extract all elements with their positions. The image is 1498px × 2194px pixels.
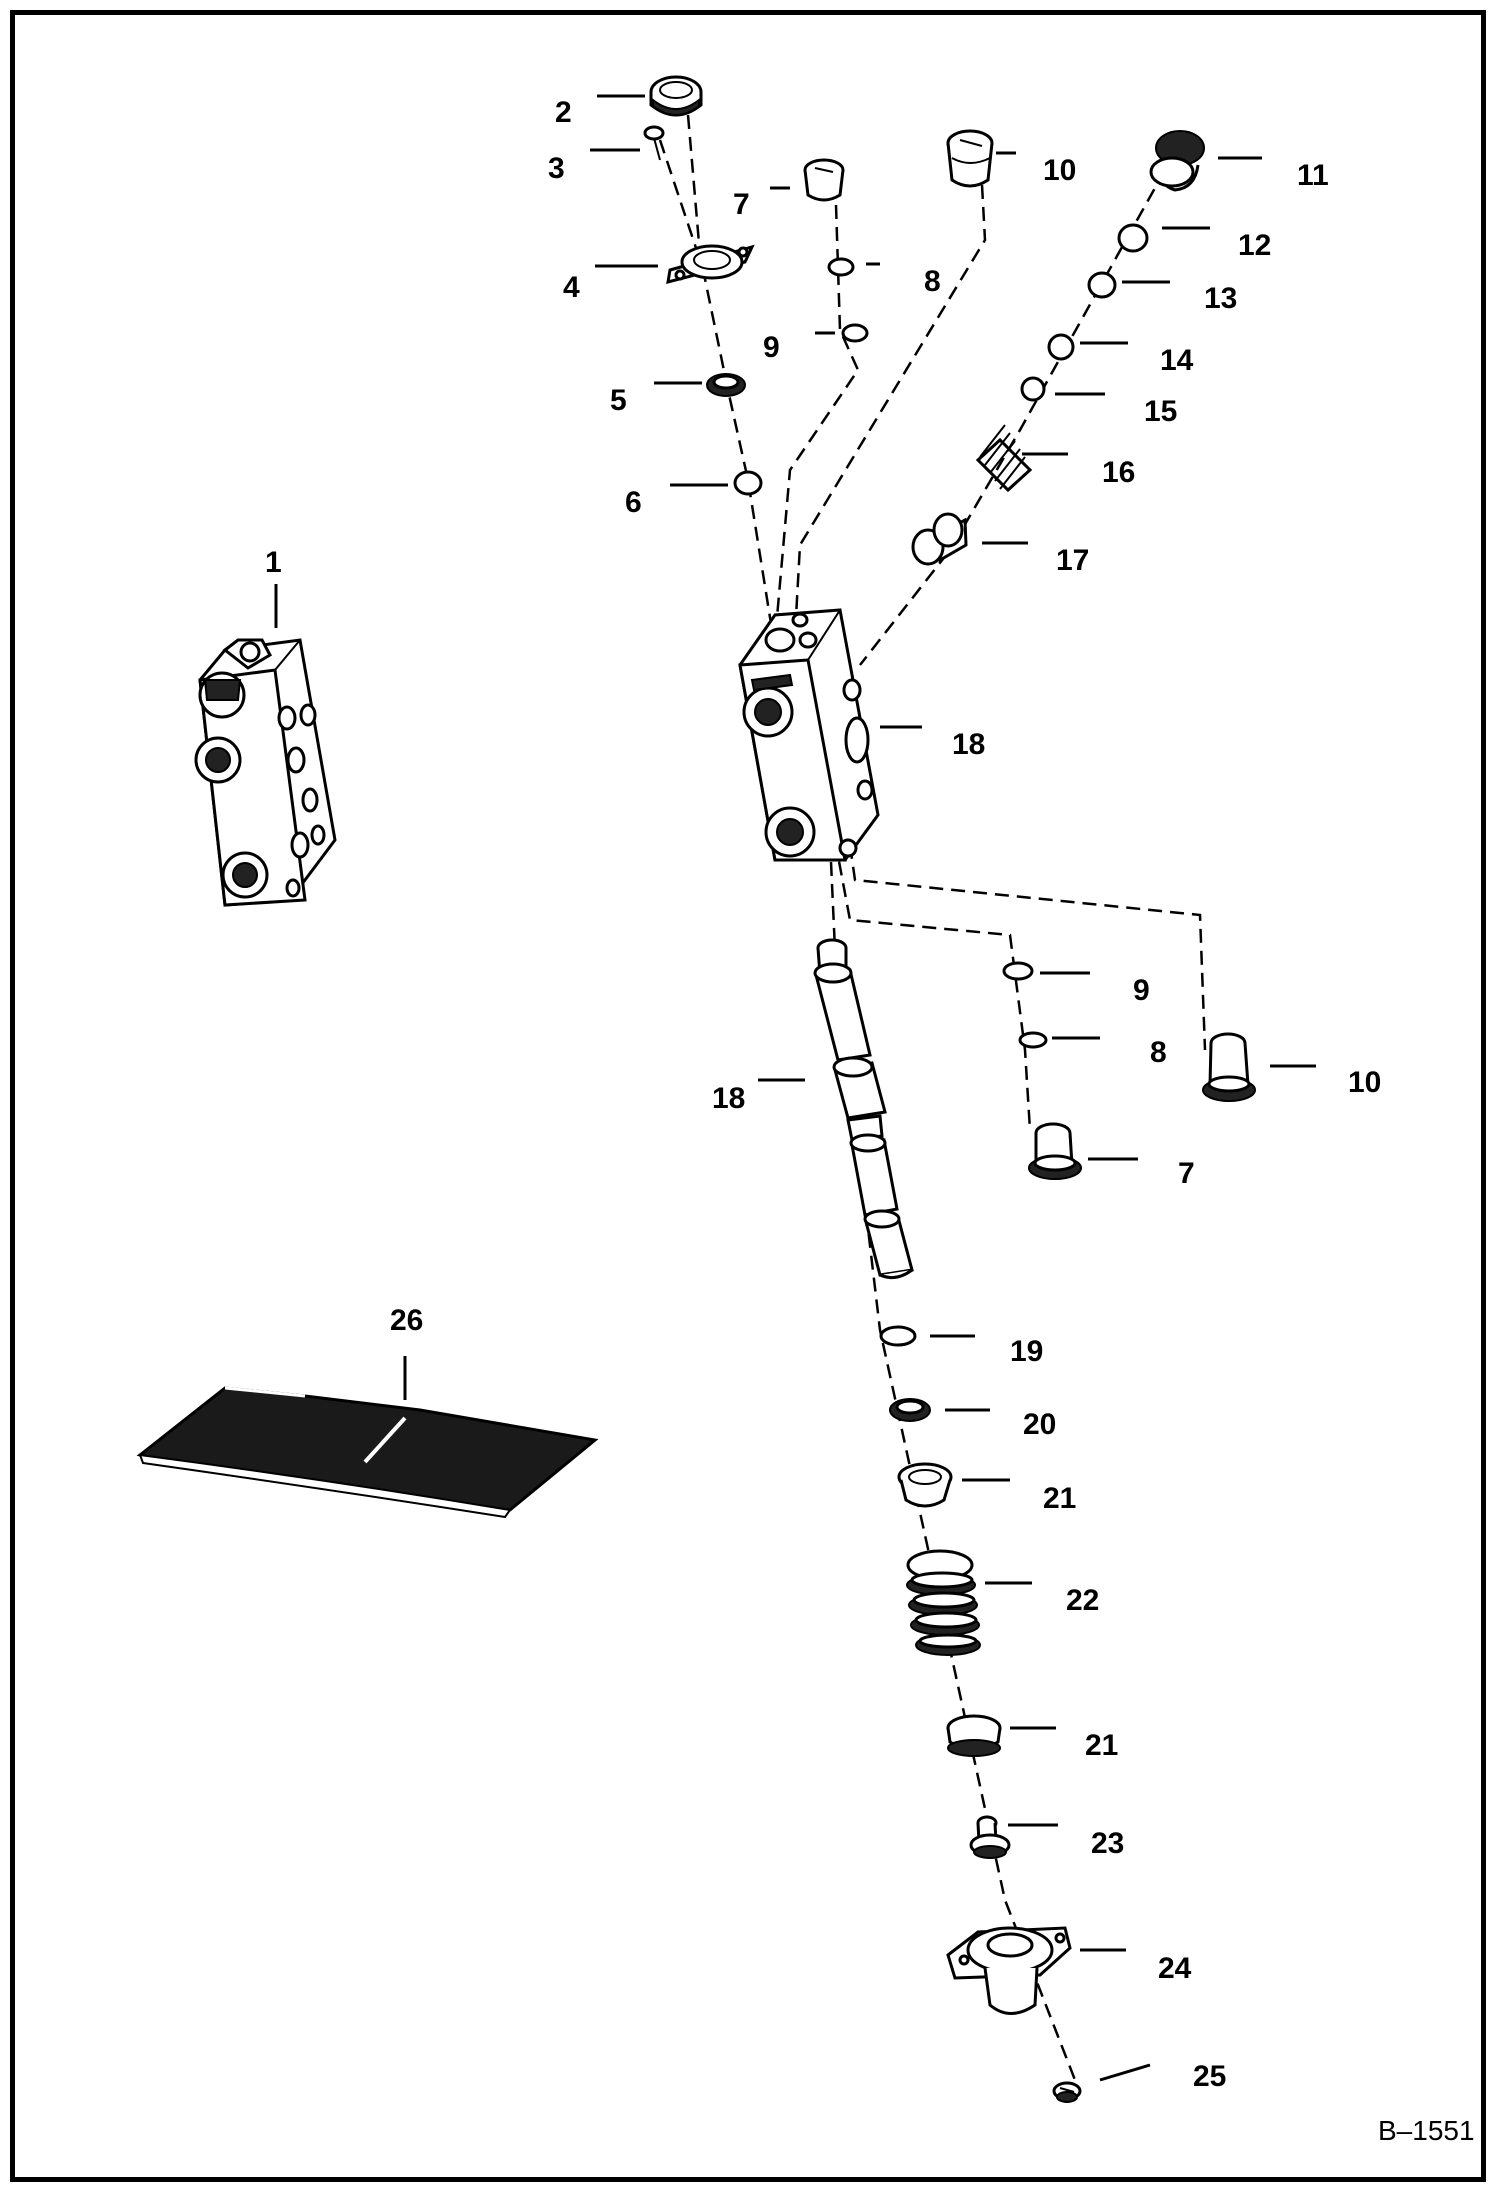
callout-16: 16 bbox=[1102, 456, 1135, 489]
ring-part-13 bbox=[1087, 271, 1117, 299]
drawing-reference-number: B–1551 bbox=[1378, 2115, 1475, 2146]
decal-part-26 bbox=[136, 1386, 599, 1519]
callout-14: 14 bbox=[1160, 344, 1194, 377]
o-ring-part-19 bbox=[879, 1325, 917, 1347]
callout-20: 20 bbox=[1023, 1408, 1056, 1441]
seat-part-21-upper bbox=[897, 1462, 953, 1508]
callout-21-lower: 21 bbox=[1085, 1729, 1118, 1762]
callout-8-top: 8 bbox=[924, 265, 941, 298]
assembly-lines bbox=[658, 114, 1207, 2081]
poppet-part-17 bbox=[911, 512, 968, 566]
plug-part-10-top bbox=[946, 129, 994, 188]
ring-part-15 bbox=[1020, 376, 1046, 402]
o-ring-part-6 bbox=[733, 470, 763, 496]
end-cap-part-24 bbox=[946, 1926, 1072, 2015]
callout-10-bottom: 10 bbox=[1348, 1066, 1381, 1099]
callout-9-bottom: 9 bbox=[1133, 974, 1150, 1007]
callout-10-top: 10 bbox=[1043, 154, 1076, 187]
flange-part-4 bbox=[666, 244, 755, 285]
callout-9-top: 9 bbox=[763, 331, 780, 364]
screw-part-25 bbox=[1052, 2081, 1082, 2103]
o-ring-part-8-bottom bbox=[1018, 1031, 1048, 1049]
callout-15: 15 bbox=[1144, 395, 1177, 428]
callout-7-bottom: 7 bbox=[1178, 1157, 1195, 1190]
plug-part-7-top bbox=[803, 158, 845, 202]
callout-19: 19 bbox=[1010, 1335, 1043, 1368]
callout-6: 6 bbox=[625, 486, 642, 519]
o-ring-part-9-top bbox=[841, 323, 869, 343]
stop-bolt-part-23 bbox=[969, 1815, 1011, 1859]
screw-part-3 bbox=[643, 125, 665, 161]
plug-part-10-bottom bbox=[1202, 1032, 1256, 1102]
callout-4: 4 bbox=[563, 271, 580, 304]
callout-22: 22 bbox=[1066, 1584, 1099, 1617]
leader-lines bbox=[274, 94, 1316, 2082]
spool-part-18 bbox=[813, 938, 914, 1280]
seat-part-21-lower bbox=[946, 1714, 1002, 1757]
callout-3: 3 bbox=[548, 152, 565, 185]
callout-17: 17 bbox=[1056, 544, 1089, 577]
callout-26: 26 bbox=[390, 1304, 423, 1337]
callout-8-bottom: 8 bbox=[1150, 1036, 1167, 1069]
callout-1: 1 bbox=[265, 546, 282, 579]
o-ring-part-8-top bbox=[827, 257, 855, 277]
callout-11: 11 bbox=[1297, 159, 1329, 192]
o-ring-part-12 bbox=[1117, 223, 1149, 253]
plug-part-7-bottom bbox=[1028, 1122, 1082, 1180]
washer-part-20 bbox=[889, 1398, 931, 1422]
callout-24: 24 bbox=[1158, 1952, 1192, 1985]
valve-section-assembly bbox=[194, 638, 337, 907]
callout-labels: 1 2 3 4 5 6 7 7 8 8 9 9 10 10 11 12 13 1… bbox=[265, 96, 1381, 2093]
cap-part-2 bbox=[649, 75, 703, 117]
callout-18-spool: 18 bbox=[712, 1082, 745, 1115]
spring-part-16 bbox=[975, 424, 1033, 493]
valve-body-part-18 bbox=[738, 608, 880, 862]
seal-part-5 bbox=[706, 373, 746, 397]
plug-part-11 bbox=[1149, 130, 1205, 192]
callout-5: 5 bbox=[610, 384, 627, 417]
callout-2: 2 bbox=[555, 96, 572, 129]
callout-7-top: 7 bbox=[733, 188, 750, 221]
callout-25: 25 bbox=[1193, 2060, 1226, 2093]
spring-part-22 bbox=[906, 1549, 981, 1656]
callout-21-upper: 21 bbox=[1043, 1482, 1076, 1515]
callout-23: 23 bbox=[1091, 1827, 1124, 1860]
callout-13: 13 bbox=[1204, 282, 1237, 315]
ring-part-14 bbox=[1047, 333, 1075, 361]
callout-12: 12 bbox=[1238, 229, 1271, 262]
o-ring-part-9-bottom bbox=[1002, 961, 1034, 981]
callout-18-block: 18 bbox=[952, 728, 985, 761]
